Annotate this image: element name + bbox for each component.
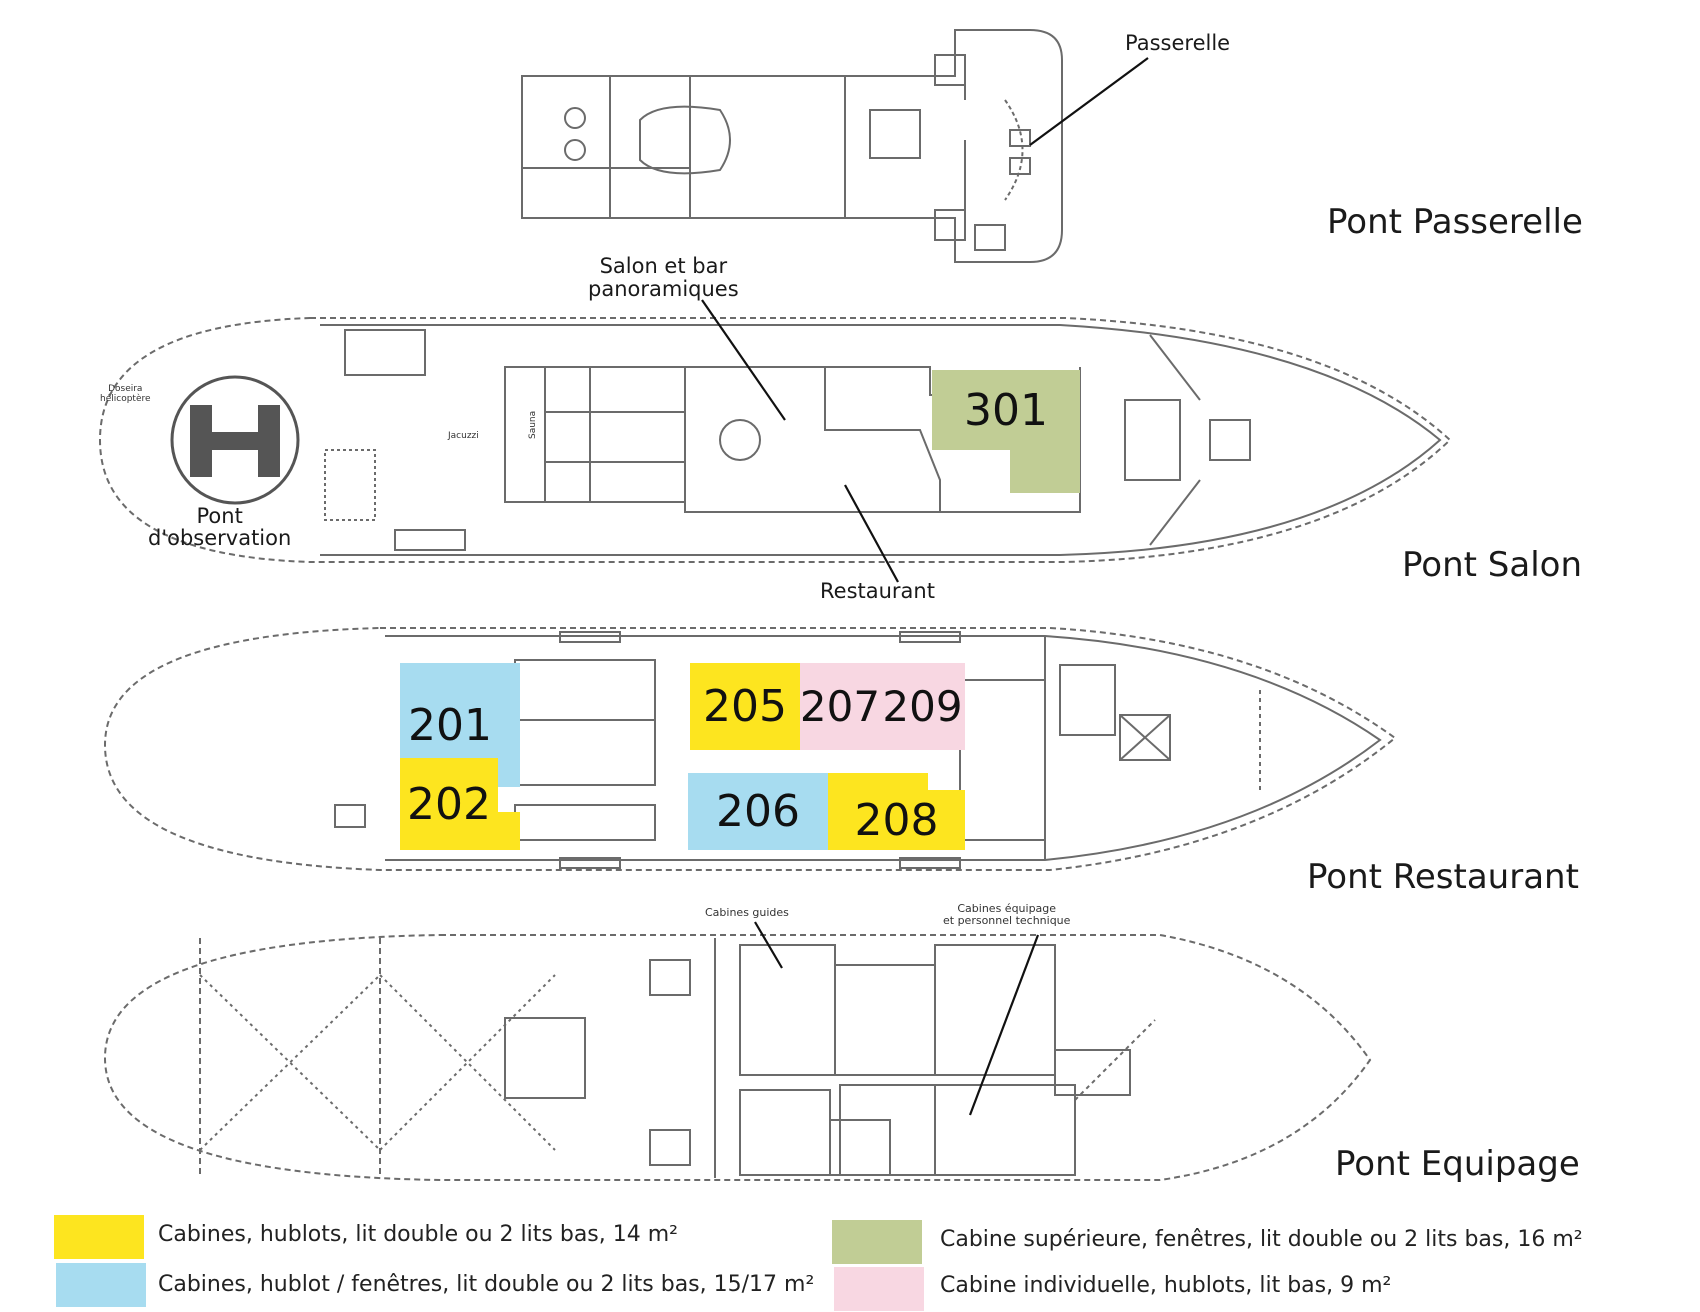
cabin-208-extension bbox=[828, 773, 928, 790]
cabin-207-number: 207 bbox=[799, 682, 881, 731]
cabin-209[interactable]: 209 bbox=[880, 663, 965, 750]
helipad-small-line1: Doseira bbox=[108, 384, 143, 394]
cabin-205[interactable]: 205 bbox=[690, 663, 800, 750]
deck-title-salon: Pont Salon bbox=[1402, 545, 1582, 585]
label-cabines-equipage: Cabines équipage et personnel technique bbox=[943, 902, 1071, 928]
label-salon-bar: Salon et bar panoramiques bbox=[588, 254, 739, 302]
helipad-small-line2: hélicoptère bbox=[100, 393, 151, 404]
cabin-206[interactable]: 206 bbox=[688, 773, 828, 850]
label-passerelle: Passerelle bbox=[1125, 31, 1231, 55]
legend-swatch-superior bbox=[832, 1220, 922, 1264]
salon-leader-line bbox=[701, 299, 786, 421]
crew-leader-line bbox=[968, 934, 1040, 1116]
cabin-301-number: 301 bbox=[964, 384, 1048, 436]
legend-swatch-window bbox=[56, 1263, 146, 1307]
label-salon-line1: Salon et bar bbox=[599, 254, 728, 278]
deck-title-equipage: Pont Equipage bbox=[1335, 1144, 1580, 1184]
passerelle-leader-line bbox=[1029, 57, 1149, 146]
label-helipad-small: Doseira hélicoptère bbox=[100, 384, 151, 405]
cabin-209-number: 209 bbox=[882, 682, 963, 731]
label-cabines-guides: Cabines guides bbox=[705, 906, 789, 919]
helipad-h-mark bbox=[190, 405, 280, 477]
cabin-202-number: 202 bbox=[407, 778, 491, 830]
label-observation-line1: Pont bbox=[196, 504, 243, 528]
cabin-208-number: 208 bbox=[854, 794, 939, 846]
label-crew-line2: et personnel technique bbox=[943, 914, 1071, 928]
passerelle-deck-outline bbox=[521, 29, 1063, 263]
legend-text-standard: Cabines, hublots, lit double ou 2 lits b… bbox=[158, 1222, 678, 1247]
label-observation-line2: d'observation bbox=[148, 526, 292, 551]
cabin-208[interactable]: 208 bbox=[828, 790, 965, 850]
equipage-deck-outline bbox=[103, 934, 1372, 1181]
legend-swatch-standard bbox=[54, 1215, 144, 1259]
guides-leader-line bbox=[754, 921, 783, 969]
label-jacuzzi: Jacuzzi bbox=[448, 431, 479, 441]
label-sauna: Sauna bbox=[528, 410, 539, 440]
deck-title-restaurant: Pont Restaurant bbox=[1307, 857, 1579, 897]
cabin-206-number: 206 bbox=[716, 786, 800, 837]
salon-deck-outline bbox=[98, 317, 1452, 563]
legend-text-superior: Cabine supérieure, fenêtres, lit double … bbox=[940, 1227, 1583, 1252]
cabin-202-extension bbox=[498, 812, 520, 850]
legend-text-window: Cabines, hublot / fenêtres, lit double o… bbox=[158, 1272, 815, 1297]
label-crew-line1: Cabines équipage bbox=[957, 902, 1057, 915]
cabin-202[interactable]: 202 bbox=[400, 758, 498, 850]
restaurant-deck-outline bbox=[103, 627, 1397, 871]
deck-title-passerelle: Pont Passerelle bbox=[1327, 202, 1583, 242]
cabin-205-number: 205 bbox=[703, 681, 787, 732]
legend-swatch-single bbox=[834, 1267, 924, 1311]
cabin-301[interactable]: 301 bbox=[932, 370, 1080, 450]
legend-text-single: Cabine individuelle, hublots, lit bas, 9… bbox=[940, 1273, 1392, 1298]
cabin-207[interactable]: 207 bbox=[800, 663, 880, 750]
label-salon-line2: panoramiques bbox=[588, 277, 739, 302]
restaurant-leader-line bbox=[844, 484, 899, 583]
label-restaurant: Restaurant bbox=[820, 579, 935, 603]
cabin-201-number: 201 bbox=[408, 699, 492, 751]
cabin-301-extension bbox=[1010, 450, 1080, 493]
helipad-circle bbox=[170, 375, 300, 505]
label-observation-deck: Pont d'observation bbox=[148, 505, 291, 549]
